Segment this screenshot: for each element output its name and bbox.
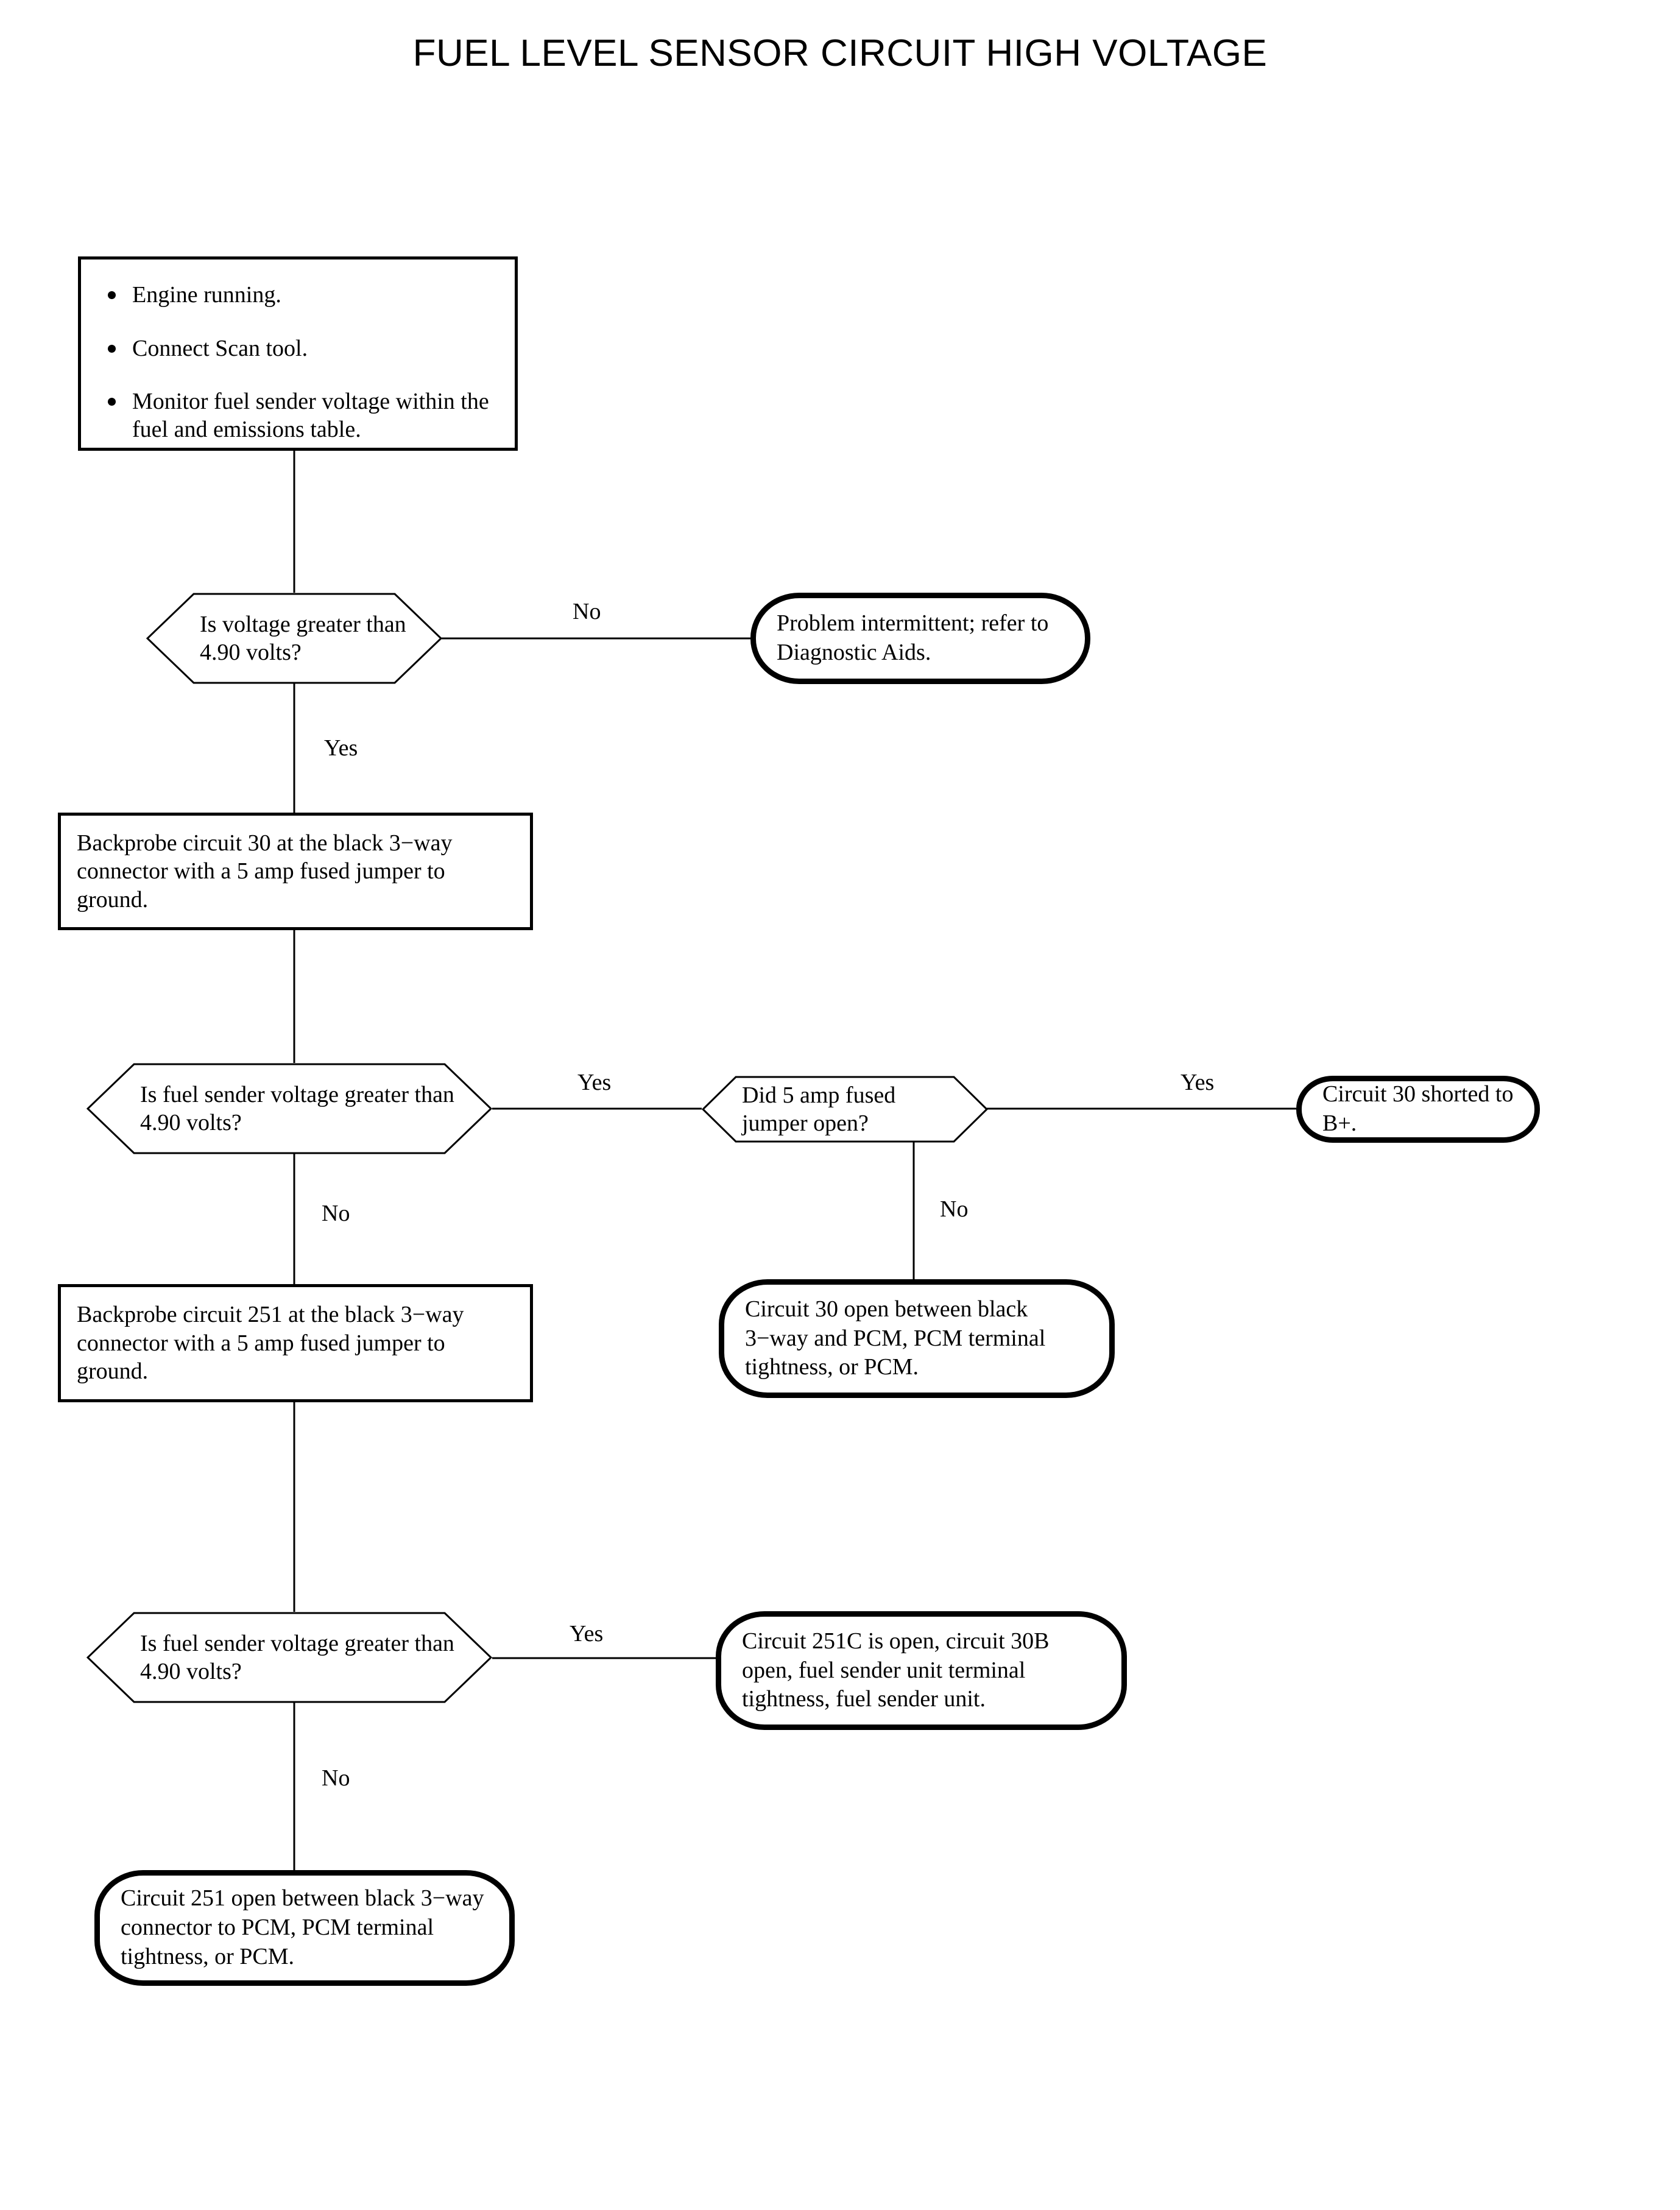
hexagon-shape	[86, 1063, 492, 1154]
terminal-circuit-30-open: Circuit 30 open between black 3−way and …	[719, 1279, 1115, 1398]
hexagon-shape	[702, 1076, 988, 1143]
process-backprobe-circuit-251: Backprobe circuit 251 at the black 3−way…	[58, 1284, 533, 1402]
hexagon-shape	[146, 593, 442, 684]
terminal-circuit-30-shorted-bplus: Circuit 30 shorted to B+.	[1296, 1076, 1540, 1143]
page-title: FUEL LEVEL SENSOR CIRCUIT HIGH VOLTAGE	[412, 32, 1268, 74]
edge-label-yes-2: Yes	[577, 1070, 612, 1095]
terminal-label: Circuit 251 open between black 3−way con…	[121, 1885, 484, 1969]
terminal-label: Problem intermittent; refer to Diagnosti…	[777, 610, 1049, 665]
terminal-problem-intermittent: Problem intermittent; refer to Diagnosti…	[750, 593, 1090, 684]
decision-label: Is fuel sender voltage greater than 4.90…	[140, 1630, 454, 1684]
edge-label-yes-1: Yes	[324, 735, 358, 761]
edge-label-no-4: No	[322, 1765, 350, 1791]
terminal-circuit-251c-open: Circuit 251C is open, circuit 30B open, …	[716, 1611, 1127, 1730]
start-conditions-box: Engine running. Connect Scan tool. Monit…	[78, 256, 518, 451]
process-label: Backprobe circuit 30 at the black 3−way …	[77, 830, 453, 913]
terminal-label: Circuit 30 shorted to B+.	[1322, 1081, 1514, 1136]
start-conditions-list: Engine running. Connect Scan tool. Monit…	[99, 281, 503, 443]
edge-label-yes-4: Yes	[570, 1621, 604, 1647]
terminal-label: Circuit 30 open between black 3−way and …	[745, 1296, 1046, 1380]
edge-label-yes-3: Yes	[1181, 1070, 1215, 1095]
list-item: Engine running.	[108, 281, 503, 309]
decision-voltage-greater-4-90: Is voltage greater than 4.90 volts?	[146, 593, 442, 684]
edge-label-no-1: No	[573, 599, 601, 624]
decision-label: Is voltage greater than 4.90 volts?	[200, 611, 406, 665]
decision-label: Did 5 amp fused jumper open?	[742, 1082, 896, 1136]
process-label: Backprobe circuit 251 at the black 3−way…	[77, 1302, 464, 1385]
terminal-circuit-251-open: Circuit 251 open between black 3−way con…	[94, 1870, 515, 1986]
hexagon-shape	[86, 1612, 492, 1703]
list-item: Monitor fuel sender voltage within the f…	[108, 388, 503, 443]
edge-label-no-3: No	[940, 1196, 969, 1222]
process-backprobe-circuit-30: Backprobe circuit 30 at the black 3−way …	[58, 813, 533, 930]
decision-fuel-sender-voltage-1: Is fuel sender voltage greater than 4.90…	[86, 1063, 492, 1154]
terminal-label: Circuit 251C is open, circuit 30B open, …	[742, 1628, 1050, 1712]
decision-label: Is fuel sender voltage greater than 4.90…	[140, 1081, 454, 1135]
list-item: Connect Scan tool.	[108, 335, 503, 363]
edge-label-no-2: No	[322, 1201, 350, 1226]
decision-fuel-sender-voltage-2: Is fuel sender voltage greater than 4.90…	[86, 1612, 492, 1703]
decision-jumper-open: Did 5 amp fused jumper open?	[702, 1076, 988, 1143]
